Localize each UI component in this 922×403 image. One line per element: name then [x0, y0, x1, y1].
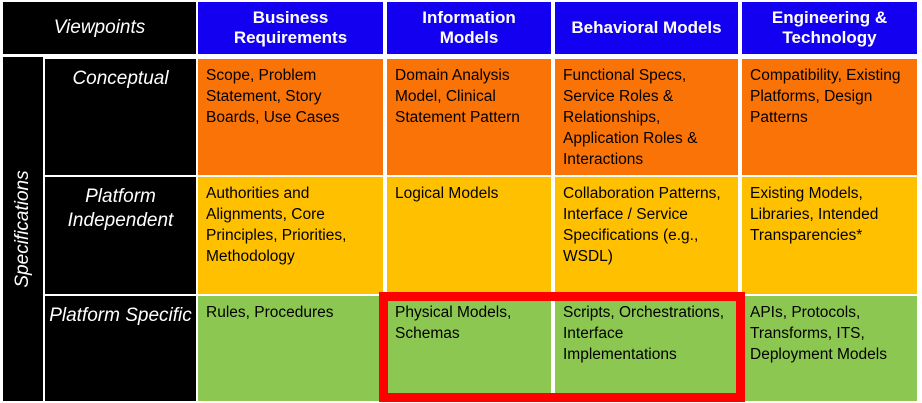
matrix-cell: Collaboration Patterns, Interface / Serv… — [553, 175, 740, 294]
matrix-cell: Domain Analysis Model, Clinical Statemen… — [385, 57, 553, 175]
matrix-cell: Rules, Procedures — [196, 294, 385, 401]
row-group-spine: Specifications — [3, 57, 43, 401]
column-header-business-requirements: Business Requirements — [196, 2, 385, 54]
column-header-engineering-technology: Engineering & Technology — [740, 2, 919, 54]
matrix-cell: Scope, Problem Statement, Story Boards, … — [196, 57, 385, 175]
row-header-conceptual: Conceptual — [45, 57, 196, 175]
matrix-cell: APIs, Protocols, Transforms, ITS, Deploy… — [740, 294, 919, 401]
column-header-information-models: Information Models — [385, 2, 553, 54]
row-header-platform-specific: Platform Specific — [45, 294, 196, 401]
row-header-platform-independent: Platform Independent — [45, 175, 196, 294]
row-group-label: Specifications — [12, 170, 33, 288]
matrix-cell: Physical Models, Schemas — [385, 294, 553, 401]
matrix-cell: Compatibility, Existing Platforms, Desig… — [740, 57, 919, 175]
matrix-corner-label: Viewpoints — [3, 2, 196, 54]
matrix-cell: Logical Models — [385, 175, 553, 294]
column-header-behavioral-models: Behavioral Models — [553, 2, 740, 54]
matrix-cell: Authorities and Alignments, Core Princip… — [196, 175, 385, 294]
matrix-cell: Functional Specs, Service Roles & Relati… — [553, 57, 740, 175]
matrix-cell: Existing Models, Libraries, Intended Tra… — [740, 175, 919, 294]
matrix-cell: Scripts, Orchestrations, Interface Imple… — [553, 294, 740, 401]
